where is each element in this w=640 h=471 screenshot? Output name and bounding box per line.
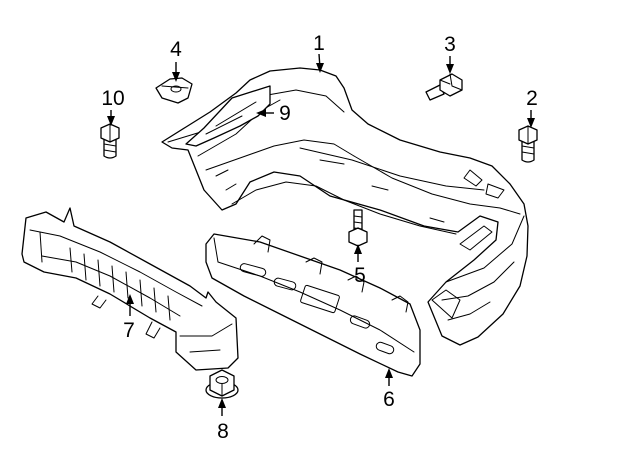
callout-6: 6 <box>383 388 395 411</box>
bumper-cover <box>161 67 529 346</box>
leader-1-arrowhead <box>316 63 324 73</box>
leader-3-arrowhead <box>446 64 454 74</box>
callout-10: 10 <box>101 87 124 110</box>
leader-10-arrowhead <box>107 116 115 126</box>
leader-2-arrowhead <box>527 118 535 128</box>
bolt-2 <box>518 125 538 163</box>
stud-5 <box>348 209 368 247</box>
leader-6-arrowhead <box>385 368 393 378</box>
callout-2: 2 <box>526 87 538 110</box>
callout-7: 7 <box>123 319 135 342</box>
callout-9: 9 <box>279 102 291 125</box>
callout-labels: 1 2 3 4 5 6 7 8 9 10 <box>101 32 538 443</box>
bolt-3 <box>425 73 463 101</box>
callout-4: 4 <box>170 38 182 61</box>
flange-nut-8 <box>205 369 239 399</box>
clip-nut-4 <box>155 77 193 104</box>
callout-5: 5 <box>354 264 366 287</box>
leader-8-arrowhead <box>218 398 226 408</box>
bolt-10 <box>100 123 120 159</box>
callout-8: 8 <box>217 420 229 443</box>
energy-absorber-7 <box>21 207 239 371</box>
leader-lines <box>107 53 535 416</box>
impact-bar-6 <box>205 233 421 377</box>
callout-3: 3 <box>444 33 456 56</box>
leader-4-arrowhead <box>172 72 180 82</box>
leader-7-arrowhead <box>126 294 134 304</box>
bracket-9 <box>185 85 271 147</box>
leader-9-arrowhead <box>256 109 266 117</box>
leader-5-arrowhead <box>354 244 362 254</box>
callout-1: 1 <box>313 32 325 55</box>
